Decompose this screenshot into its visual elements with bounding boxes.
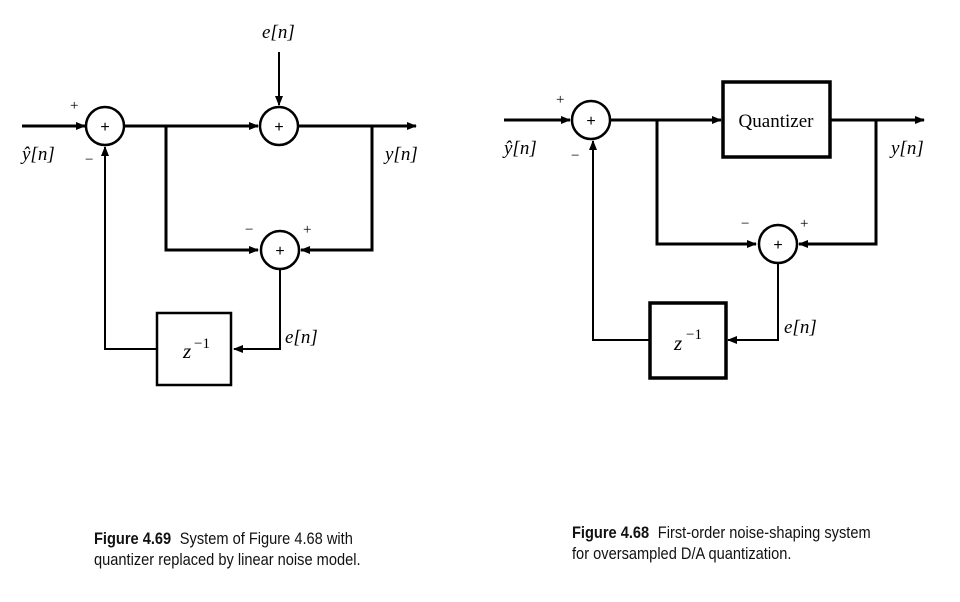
right-quantizer-label: Quantizer	[739, 111, 815, 132]
right-sum2-plus-sign: +	[800, 216, 808, 232]
right-branch-to-sum2-wire	[655, 120, 757, 248]
left-sum1-minus-sign: −	[85, 152, 93, 168]
left-sum3-minus-sign: −	[245, 222, 253, 238]
right-sum2-minus-sign: −	[741, 216, 749, 232]
right-sum1-plus-sign: +	[556, 92, 564, 108]
left-output-label: y[n]	[383, 144, 418, 165]
left-sum3-plus-sign: +	[303, 222, 311, 238]
left-input-label: ŷ[n]	[20, 144, 55, 165]
left-sum3-symbol: +	[275, 243, 284, 260]
right-sum2-symbol: +	[773, 237, 782, 254]
left-sum1-symbol: +	[100, 119, 109, 136]
figure-4-68-diagram: + + − ŷ[n] Quantizer y[n] + − + e[n] z −…	[502, 80, 925, 380]
right-output-label: y[n]	[889, 138, 924, 159]
figure-4-69-diagram: + + − + e[n] y[n] ŷ[n] + − + e[n] z −1	[20, 22, 418, 387]
right-feedback-to-sum1-wire	[589, 140, 650, 341]
right-error-to-delay-wire	[727, 263, 779, 344]
left-branch-to-sum3-wire	[164, 126, 259, 254]
right-delay-z: z	[673, 331, 682, 355]
right-input-label: ŷ[n]	[502, 138, 537, 159]
left-output-feedback-wire	[300, 126, 374, 254]
caption-figure-4-69-number: Figure 4.69	[94, 529, 172, 548]
left-noise-top-label: e[n]	[262, 22, 295, 43]
right-sum1-minus-sign: −	[571, 148, 579, 164]
left-error-to-delay-wire	[233, 269, 281, 353]
left-sum1-plus-sign: +	[70, 98, 78, 114]
left-sum2-symbol: +	[274, 119, 283, 136]
right-output-feedback-wire	[798, 120, 878, 248]
left-delay-z: z	[182, 339, 191, 363]
caption-figure-4-68-number: Figure 4.68	[572, 523, 650, 542]
left-feedback-to-sum1-wire	[101, 146, 157, 350]
caption-figure-4-69-text: System of Figure 4.68 with quantizer rep…	[94, 529, 361, 569]
right-quantizer-block	[721, 80, 832, 159]
right-delay-block	[648, 301, 728, 380]
right-noise-label: e[n]	[784, 317, 817, 338]
left-delay-exponent: −1	[194, 336, 210, 352]
right-sum1-symbol: +	[586, 113, 595, 130]
right-delay-exponent: −1	[686, 327, 702, 343]
left-noise-bottom-label: e[n]	[285, 327, 318, 348]
caption-figure-4-68-text: First-order noise-shaping system for ove…	[572, 523, 871, 563]
left-delay-block	[155, 311, 233, 387]
